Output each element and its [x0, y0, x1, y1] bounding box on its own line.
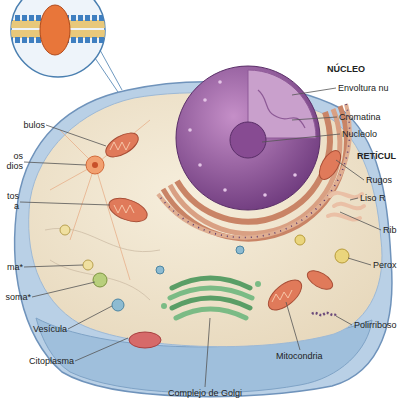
part-label: Complejo de Golgi — [168, 388, 242, 398]
leader-line — [46, 125, 106, 146]
leader-line — [340, 212, 381, 230]
leader-line — [292, 117, 337, 120]
centrosome — [86, 156, 104, 174]
part-label: Nucleolo — [342, 129, 377, 139]
part-label: Envoltura nu — [338, 83, 389, 93]
golgi-cisterna — [176, 309, 246, 318]
filament — [45, 228, 160, 300]
part-label: bulos — [23, 120, 45, 130]
lysosome — [93, 273, 107, 287]
inset-pointer — [95, 50, 122, 92]
centriole — [92, 162, 98, 168]
leader-line — [336, 160, 364, 180]
nuclear-pore — [218, 80, 222, 84]
cristae — [110, 142, 292, 302]
leader-line — [24, 162, 86, 165]
mitochondrion — [315, 147, 345, 183]
peroxisome — [335, 249, 349, 263]
section-heading: RETÍCUL — [357, 151, 396, 161]
part-label: Polirriboso — [354, 320, 397, 330]
leader-line — [350, 198, 358, 200]
crista — [272, 290, 292, 302]
leader-line — [205, 318, 210, 387]
membrane-protein — [40, 5, 70, 55]
crista — [114, 205, 134, 213]
leader-line — [24, 265, 83, 267]
part-label: Rib — [383, 225, 397, 235]
lipid-bilayer — [8, 5, 110, 55]
nuclear-pores — [188, 80, 297, 197]
part-label: Citoplasma — [29, 356, 74, 366]
lysosome — [83, 260, 93, 270]
part-label: soma* — [5, 292, 31, 302]
mitochondria — [102, 128, 345, 315]
smooth-er — [328, 193, 364, 220]
part-label: Vesícula — [33, 324, 67, 334]
part-label: Cromatina — [339, 112, 381, 122]
golgi-vesicle — [161, 303, 167, 309]
part-label: tos a — [1, 191, 19, 211]
part-label: Mitocondria — [276, 351, 323, 361]
leader-line — [286, 302, 300, 350]
chromatin — [258, 90, 305, 128]
inclusion — [60, 225, 70, 235]
part-label: Perox — [373, 260, 397, 270]
leader-line — [262, 134, 340, 142]
leader-line — [292, 88, 336, 95]
vesicle — [236, 246, 244, 254]
part-label: os dios — [3, 151, 23, 171]
mitochondrion — [304, 267, 335, 293]
nucleolus — [230, 122, 266, 158]
vesicle — [156, 266, 164, 274]
nuclear-pore — [263, 193, 267, 197]
nuclear-pore — [188, 128, 192, 132]
leader-line — [32, 282, 95, 297]
leader-line — [68, 306, 112, 329]
leader-line — [75, 338, 128, 361]
nuclear-pore — [203, 98, 207, 102]
mitochondrion — [263, 274, 306, 315]
mitochondrion — [106, 194, 150, 226]
part-label: ma* — [7, 262, 23, 272]
golgi-vesicle — [255, 281, 261, 287]
nuclear-pore — [293, 173, 297, 177]
nuclear-pore — [198, 163, 202, 167]
crista — [110, 142, 130, 150]
nuclear-pore — [223, 188, 227, 192]
leader-line — [20, 202, 110, 205]
red-inclusion — [129, 332, 161, 348]
polyribosome — [312, 313, 336, 315]
vesicle — [112, 299, 124, 311]
leader-line — [348, 258, 371, 265]
leader-lines — [20, 88, 381, 387]
section-heading: NÚCLEO — [327, 64, 365, 74]
peroxisome — [295, 235, 305, 245]
leader-line — [336, 316, 352, 325]
part-label: Rugos — [366, 175, 392, 185]
mitochondrion — [102, 128, 142, 162]
part-label: Liso R — [360, 193, 386, 203]
